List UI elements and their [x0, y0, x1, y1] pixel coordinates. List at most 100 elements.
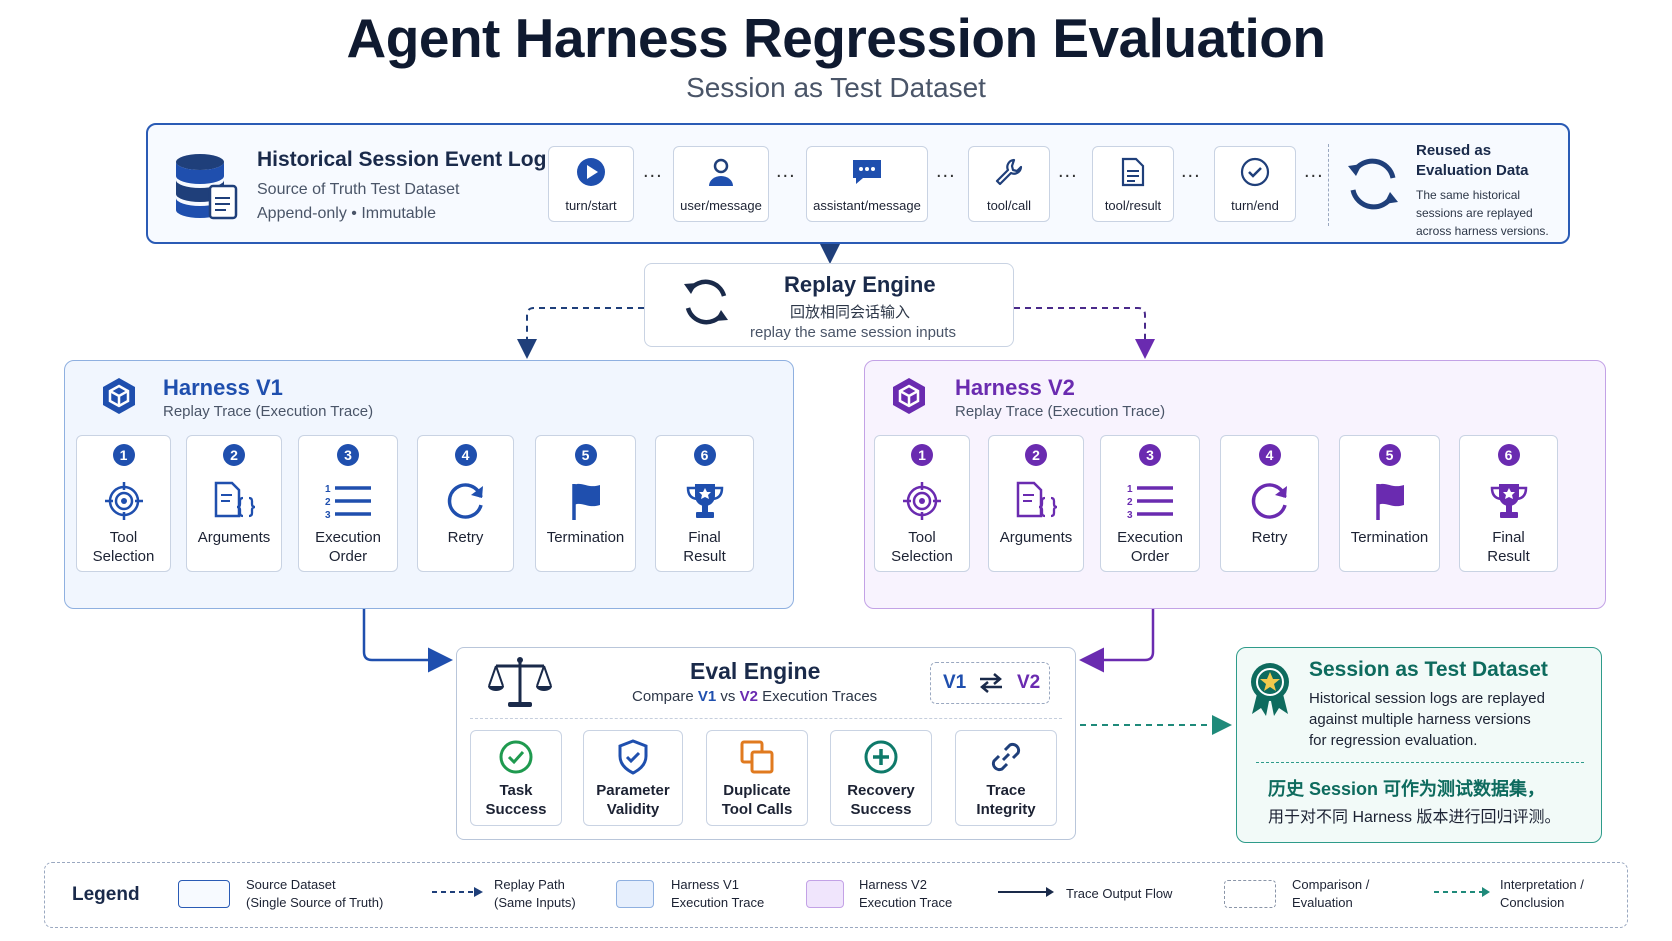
refresh-icon	[1221, 480, 1318, 522]
legend-swatch-comparison	[1224, 880, 1276, 908]
metric-label-1: Recovery	[847, 782, 915, 799]
legend-panel	[44, 862, 1628, 928]
step-label-line: Order	[1130, 548, 1170, 565]
step-number-badge: 4	[1258, 444, 1281, 466]
step-number-badge: 5	[1378, 444, 1401, 466]
step-label-line: Retry	[447, 529, 484, 546]
step-number-badge: 2	[223, 444, 245, 466]
event-label: turn/end	[1231, 198, 1279, 213]
v1-to-eval-flow	[362, 609, 453, 673]
step-number-badge: 6	[693, 444, 716, 466]
event-label: user/message	[680, 198, 762, 213]
conclusion-line: Historical session logs are replayed	[1309, 690, 1545, 707]
metric-label-2: Integrity	[976, 801, 1036, 818]
replay-engine-box	[644, 263, 1014, 347]
page-subtitle: Session as Test Dataset	[686, 72, 986, 103]
ellipsis: ...	[1181, 160, 1201, 182]
legend-item-replay: Replay Path(Same Inputs)	[494, 876, 576, 912]
metric-label-1: Trace	[986, 782, 1026, 799]
source-subtitle-2: Append-only • Immutable	[257, 205, 437, 222]
metric-label-1: Parameter	[596, 782, 670, 799]
step-number-badge: 5	[574, 444, 597, 466]
refresh-icon	[680, 276, 732, 333]
legend-swatch-replay-path	[432, 887, 483, 897]
legend-swatch-source	[178, 880, 230, 908]
legend-label: Conclusion	[1500, 895, 1565, 910]
step-label-line: Arguments	[197, 529, 271, 546]
cycle-icon	[1344, 156, 1402, 217]
trophy-icon	[1460, 480, 1557, 522]
step-label-line: Execution	[1117, 529, 1183, 546]
reuse-desc: across harness versions.	[1416, 224, 1549, 238]
chat-icon	[807, 157, 927, 187]
reuse-desc: The same historical	[1416, 188, 1521, 202]
legend-label: (Single Source of Truth)	[246, 895, 384, 910]
event-label: tool/call	[986, 198, 1032, 213]
divider	[1328, 144, 1329, 226]
page-title: Agent Harness Regression Evaluation	[346, 7, 1326, 69]
event-user-message: user/message	[673, 146, 769, 222]
shield-check-icon	[584, 739, 682, 775]
play-icon	[549, 157, 633, 187]
reuse-title: Evaluation Data	[1416, 162, 1529, 179]
hexagon-icon	[890, 376, 928, 421]
svg-text:3: 3	[325, 510, 331, 521]
step-label-line: Selection	[92, 548, 155, 565]
legend-label: Interpretation /	[1500, 877, 1584, 892]
legend-label: Execution Trace	[671, 895, 765, 910]
step-label-line: Final	[1492, 529, 1525, 546]
step-label-line: Termination	[1350, 529, 1429, 546]
step-label-line: Final	[688, 529, 721, 546]
legend-label: Execution Trace	[859, 895, 953, 910]
svg-text:2: 2	[1127, 497, 1133, 508]
scales-icon	[488, 654, 552, 715]
ellipsis: ...	[1304, 160, 1324, 182]
replay-title: Replay Engine	[784, 272, 936, 297]
step-label: Retry	[1223, 528, 1316, 547]
conclusion-title: Session as Test Dataset	[1309, 658, 1548, 681]
metric-label-1: Duplicate	[723, 782, 791, 799]
target-icon	[77, 480, 170, 522]
source-panel	[146, 123, 1570, 244]
legend-title: Legend	[72, 884, 140, 905]
metric-label-2: Success	[485, 801, 547, 818]
step-label-line: Termination	[546, 529, 625, 546]
legend-label: Harness V1	[671, 877, 739, 892]
legend-item-v1: Harness V1 Execution Trace	[671, 876, 764, 912]
trophy-icon	[656, 480, 753, 522]
award-ribbon-icon	[1248, 660, 1292, 723]
metric-label-1: Task	[499, 782, 533, 799]
step-label-line: Result	[1487, 548, 1530, 565]
replay-cn: 回放相同会话输入	[790, 304, 911, 321]
svg-text:2: 2	[325, 497, 331, 508]
harness-v2-title: Harness V2	[955, 375, 1075, 400]
badge-v2: V2	[1017, 672, 1041, 693]
ellipsis: ...	[1058, 160, 1078, 182]
legend-swatch-v1	[616, 880, 654, 908]
flag-icon	[536, 480, 635, 522]
reuse-desc: sessions are replayed	[1416, 206, 1533, 220]
legend-label: Comparison /	[1292, 877, 1370, 892]
legend-swatch-v2	[806, 880, 844, 908]
metric-label-2: Validity	[606, 801, 660, 818]
version-compare-badge: V1 V2	[930, 662, 1050, 704]
divider	[470, 718, 1062, 719]
event-turn-start: turn/start	[548, 146, 634, 222]
conclusion-panel	[1236, 647, 1602, 843]
legend-label: Source Dataset	[246, 877, 336, 892]
event-label: turn/start	[565, 198, 617, 213]
replay-en: replay the same session inputs	[750, 324, 956, 341]
